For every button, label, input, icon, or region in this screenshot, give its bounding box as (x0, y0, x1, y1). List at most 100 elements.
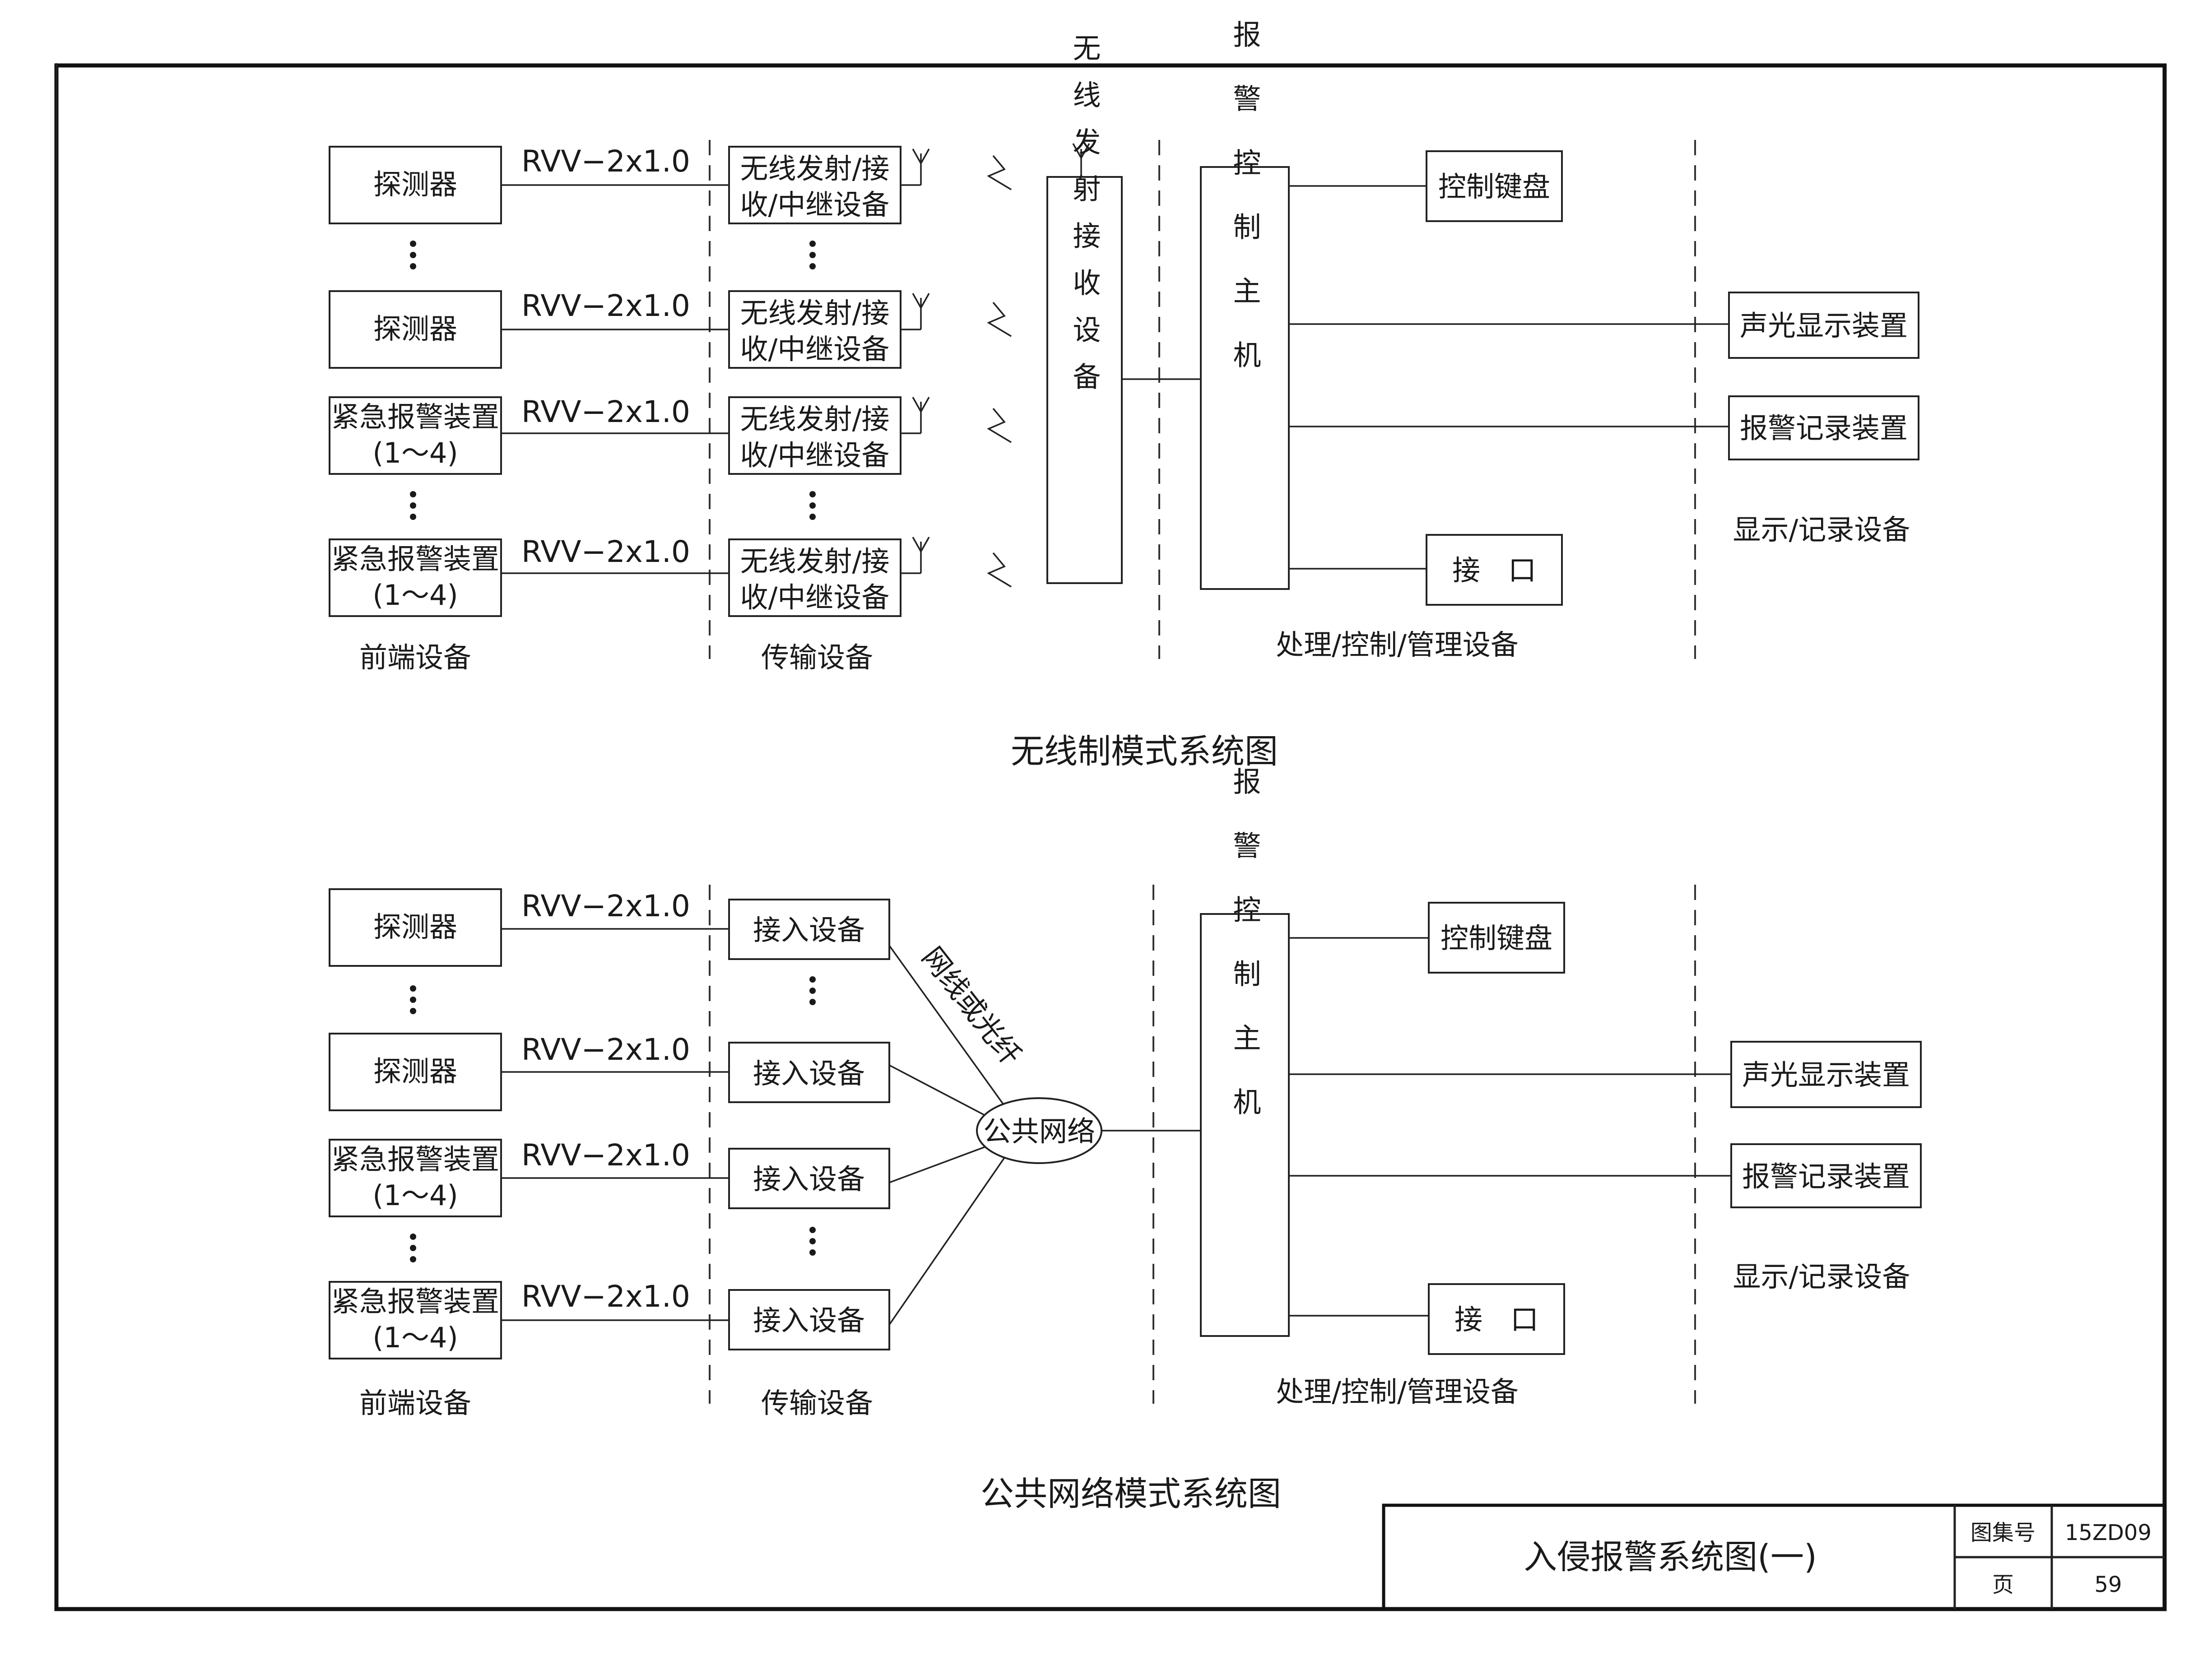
access-device-box[interactable] (728, 1042, 890, 1103)
public-network-diagram: 探测器 RVV−2x1.0 接入设备 探测器 RVV−2x1.0 接入设备 紧急… (329, 767, 1922, 1513)
control-keyboard-box[interactable] (1426, 150, 1563, 222)
alarm-host-box[interactable] (1200, 913, 1290, 1337)
access-device-box[interactable] (728, 899, 890, 960)
antenna-icon (1072, 143, 1090, 177)
sound-light-display-box[interactable] (1728, 292, 1919, 359)
sound-light-display-label: 声光显示装置 (1740, 309, 1908, 342)
alarm-host-box[interactable] (1200, 166, 1290, 590)
control-keyboard-box[interactable] (1428, 902, 1565, 974)
detector-label: 探测器 (373, 312, 457, 345)
network-link-line (888, 945, 1005, 1107)
section-transmission-label: 传输设备 (761, 641, 873, 674)
cable-label: RVV−2x1.0 (521, 1032, 690, 1067)
interface-label: 接 口 (1455, 1303, 1538, 1336)
transceiver-box[interactable] (728, 538, 902, 617)
alarm-recorder-label: 报警记录装置 (1742, 1160, 1910, 1193)
detector-box[interactable] (329, 888, 502, 967)
wireless-diagram-title: 无线制模式系统图 (1011, 732, 1278, 771)
alarm-recorder-box[interactable] (1728, 395, 1919, 460)
access-device-box[interactable] (728, 1289, 890, 1350)
section-processing-label: 处理/控制/管理设备 (1276, 1375, 1519, 1408)
interface-box[interactable] (1426, 534, 1563, 606)
antenna-icon (901, 148, 930, 186)
alarm-host-label: 报警控制主机 (1228, 20, 1261, 404)
radio-signal-icon (987, 155, 1012, 190)
section-display-label: 显示/记录设备 (1733, 1260, 1910, 1293)
transceiver-box[interactable] (728, 396, 902, 475)
emergency-alarm-range: (1～4) (372, 579, 458, 612)
cable-label: RVV−2x1.0 (521, 394, 690, 429)
access-device-label: 接入设备 (753, 1304, 865, 1337)
transceiver-label-line2: 收/中继设备 (740, 188, 890, 221)
ellipsis-dots (410, 491, 816, 520)
control-keyboard-label: 控制键盘 (1441, 922, 1552, 955)
detector-label: 探测器 (373, 910, 457, 943)
sound-light-display-label: 声光显示装置 (1742, 1058, 1910, 1091)
antenna-icon (901, 397, 930, 434)
transceiver-label-line1: 无线发射/接 (740, 297, 890, 329)
sound-light-display-box[interactable] (1730, 1041, 1922, 1108)
control-keyboard-label: 控制键盘 (1438, 170, 1550, 203)
emergency-alarm-label: 紧急报警装置 (331, 400, 499, 433)
ellipsis-dots (410, 241, 816, 269)
emergency-alarm-label: 紧急报警装置 (331, 1143, 499, 1176)
section-transmission-label: 传输设备 (761, 1387, 873, 1420)
wireless-row-3: 紧急报警装置 (1～4) RVV−2x1.0 无线发射/接 收/中继设备 (329, 394, 1012, 475)
detector-box[interactable] (329, 1033, 502, 1111)
atlas-number-label: 图集号 (1970, 1520, 2035, 1545)
emergency-alarm-box[interactable] (329, 538, 502, 617)
public-network-diagram-title: 公共网络模式系统图 (981, 1475, 1281, 1513)
emergency-alarm-range: (1～4) (372, 1321, 458, 1354)
section-front-label: 前端设备 (359, 641, 471, 674)
cable-label: RVV−2x1.0 (521, 889, 690, 923)
transceiver-box[interactable] (728, 290, 902, 369)
emergency-alarm-range: (1～4) (372, 1179, 458, 1212)
radio-signal-icon (987, 552, 1012, 588)
drawing-title: 入侵报警系统图(一) (1524, 1538, 1817, 1577)
detector-label: 探测器 (373, 1055, 457, 1088)
radio-signal-icon (987, 302, 1012, 337)
access-device-label: 接入设备 (753, 1057, 865, 1090)
transceiver-label-line2: 收/中继设备 (740, 333, 890, 366)
detector-box[interactable] (329, 146, 502, 224)
access-device-box[interactable] (728, 1148, 890, 1209)
transceiver-label-line1: 无线发射/接 (740, 403, 890, 436)
title-block: 入侵报警系统图(一) 图集号 15ZD09 页 59 (1382, 1503, 2166, 1611)
wireless-row-1: 探测器 RVV−2x1.0 无线发射/接 收/中继设备 (329, 144, 1012, 224)
cable-label: RVV−2x1.0 (521, 534, 690, 569)
atlas-number-value: 15ZD09 (2065, 1520, 2152, 1545)
network-link-line (889, 1064, 985, 1116)
wireless-row-4: 紧急报警装置 (1～4) RVV−2x1.0 无线发射/接 收/中继设备 (329, 534, 1012, 617)
antenna-icon (901, 537, 930, 574)
central-wireless-transceiver: 无线发射接收设备 (1046, 33, 1123, 584)
emergency-alarm-label: 紧急报警装置 (331, 543, 499, 575)
page-label: 页 (1992, 1572, 2014, 1597)
network-link-line (888, 1157, 1005, 1325)
cable-label: RVV−2x1.0 (521, 288, 690, 323)
access-device-label: 接入设备 (753, 914, 865, 946)
radio-signal-icon (987, 408, 1012, 443)
cable-label: RVV−2x1.0 (521, 1138, 690, 1173)
access-device-label: 接入设备 (753, 1163, 865, 1196)
public-network-label: 公共网络 (983, 1115, 1095, 1148)
transceiver-box[interactable] (728, 146, 902, 224)
section-display-label: 显示/记录设备 (1733, 513, 1910, 546)
transceiver-label-line1: 无线发射/接 (740, 152, 890, 185)
transceiver-label-line2: 收/中继设备 (740, 439, 890, 472)
wireless-transceiver-box[interactable] (1046, 176, 1123, 584)
transceiver-label-line2: 收/中继设备 (740, 581, 890, 614)
alarm-recorder-label: 报警记录装置 (1740, 412, 1908, 445)
emergency-alarm-box[interactable] (329, 396, 502, 475)
ellipsis-dots (410, 1227, 816, 1262)
alarm-recorder-box[interactable] (1730, 1143, 1922, 1208)
section-front-label: 前端设备 (359, 1387, 471, 1420)
antenna-icon (901, 293, 930, 330)
interface-box[interactable] (1428, 1283, 1565, 1355)
emergency-alarm-box[interactable] (329, 1281, 502, 1359)
ellipsis-dots (410, 976, 816, 1014)
detector-box[interactable] (329, 290, 502, 369)
cable-label: RVV−2x1.0 (521, 1279, 690, 1314)
page-number: 59 (2094, 1572, 2122, 1597)
wireless-row-2: 探测器 RVV−2x1.0 无线发射/接 收/中继设备 (329, 288, 1012, 369)
